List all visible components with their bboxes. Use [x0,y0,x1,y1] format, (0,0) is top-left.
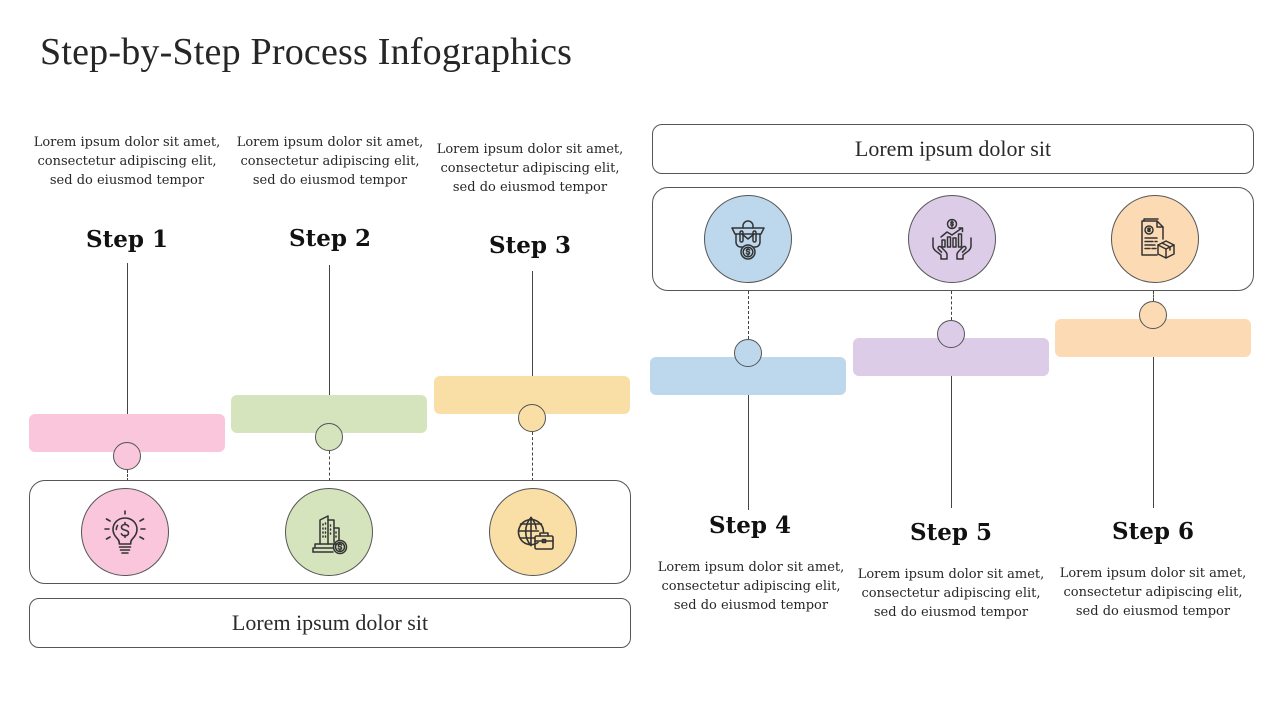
buildings-dollar-icon [312,515,348,555]
step-3-description: Lorem ipsum dolor sit amet, consectetur … [436,142,624,195]
bag-coin-icon [731,220,765,260]
step-5-icon-badge [908,195,996,283]
step-1-connector [127,263,128,414]
step-1-node [113,442,141,470]
step-2-description: Lorem ipsum dolor sit amet, consectetur … [236,135,424,188]
step-1-icon-badge [81,488,169,576]
step-3-icon-badge [489,488,577,576]
step-6-icon-badge [1111,195,1199,283]
step-5-node [937,320,965,348]
step-6-node [1139,301,1167,329]
step-6-connector [1153,357,1154,508]
step-1-dashed-connector [127,470,128,481]
step-1-label: Step 1 [86,226,168,253]
globe-briefcase-icon [517,516,554,550]
step-5-connector [951,376,952,508]
step-5-description: Lorem ipsum dolor sit amet, consectetur … [857,567,1045,620]
step-5-label: Step 5 [910,519,992,546]
step-3-label: Step 3 [489,232,571,259]
step-4-node [734,339,762,367]
step-2-icon-badge [285,488,373,576]
step-4-description: Lorem ipsum dolor sit amet, consectetur … [657,560,845,613]
step-6-dashed-connector [1153,291,1154,301]
step-3-node [518,404,546,432]
step-4-connector [748,395,749,510]
step-2-connector [329,265,330,395]
step-6-label: Step 6 [1112,518,1194,545]
step-3-connector [532,271,533,376]
step-3-dashed-connector [532,432,533,481]
step-4-icon-badge [704,195,792,283]
lightbulb-dollar-icon [104,510,146,554]
step-6-description: Lorem ipsum dolor sit amet, consectetur … [1059,566,1247,619]
right-group-caption: Lorem ipsum dolor sit [652,124,1254,174]
step-2-dashed-connector [329,451,330,481]
left-group-caption: Lorem ipsum dolor sit [29,598,631,648]
invoice-package-icon [1141,218,1175,259]
step-2-node [315,423,343,451]
step-4-label: Step 4 [709,512,791,539]
step-2-label: Step 2 [289,225,371,252]
step-1-description: Lorem ipsum dolor sit amet, consectetur … [33,135,221,188]
step-4-dashed-connector [748,291,749,339]
page-title: Step-by-Step Process Infographics [40,31,573,73]
step-5-dashed-connector [951,291,952,320]
hands-growth-chart-icon [932,218,972,260]
